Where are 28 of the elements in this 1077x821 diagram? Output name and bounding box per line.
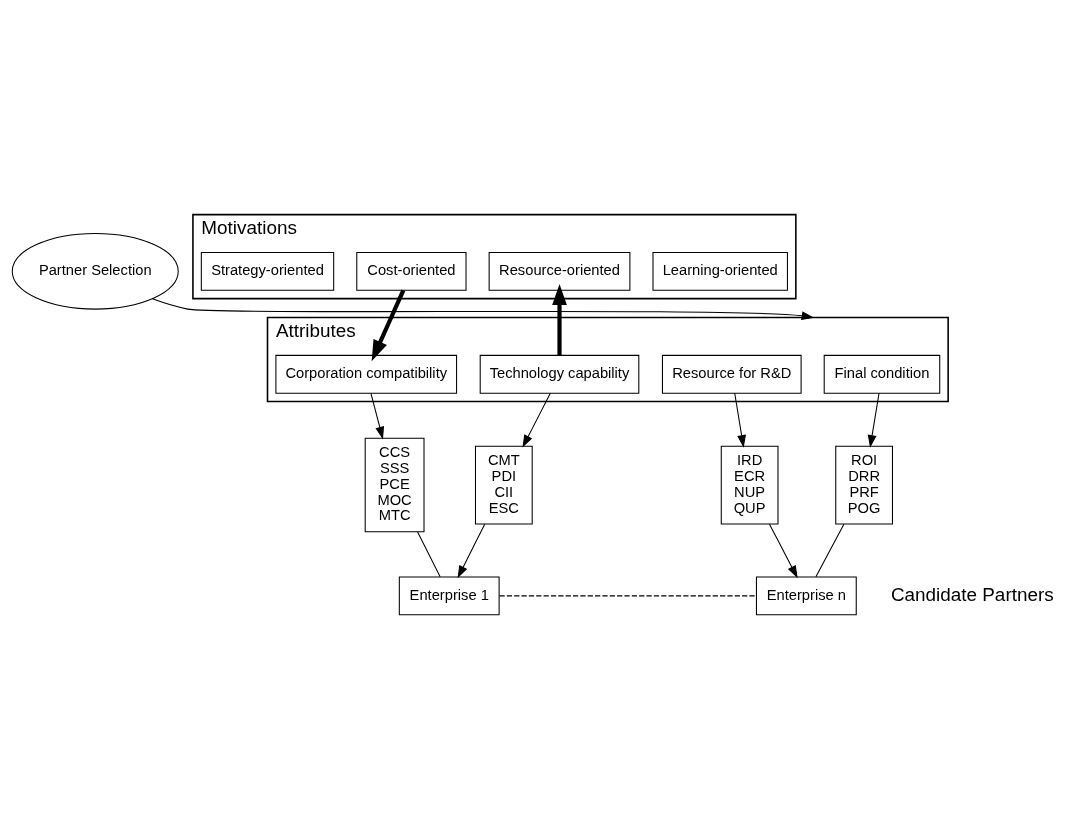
node-box: Strategy-oriented [200, 251, 335, 291]
connector [815, 523, 845, 578]
arrow [151, 298, 815, 321]
node-box: Cost-oriented [356, 251, 467, 291]
node-box: Corporation compatibility [275, 354, 458, 394]
node-box: ROI DRR PRF POG [835, 445, 893, 525]
node-box: CMT PDI CII ESC [474, 445, 533, 525]
arrow [457, 523, 486, 579]
arrow [768, 523, 798, 579]
node-box: CCS SSS PCE MOC MTC [364, 437, 425, 533]
node-box: Enterprise 1 [398, 576, 500, 616]
connector [498, 595, 757, 597]
connector [417, 531, 441, 578]
arrow [522, 392, 551, 448]
arrow [734, 392, 746, 448]
arrow [371, 289, 406, 362]
node-box: IRD ECR NUP QUP [720, 445, 779, 525]
node-box: Resource-oriented [488, 251, 631, 291]
node-ellipse: Partner Selection [11, 233, 179, 310]
node-box: Final condition [823, 354, 941, 394]
label: Candidate Partners [890, 583, 1054, 605]
arrow [552, 284, 567, 356]
node-box: Resource for R&D [661, 354, 802, 394]
arrow [370, 392, 385, 440]
arrow [867, 392, 880, 448]
node-box: Learning-oriented [652, 251, 788, 291]
node-box: Technology capability [479, 354, 640, 394]
node-box: Enterprise n [755, 576, 857, 616]
